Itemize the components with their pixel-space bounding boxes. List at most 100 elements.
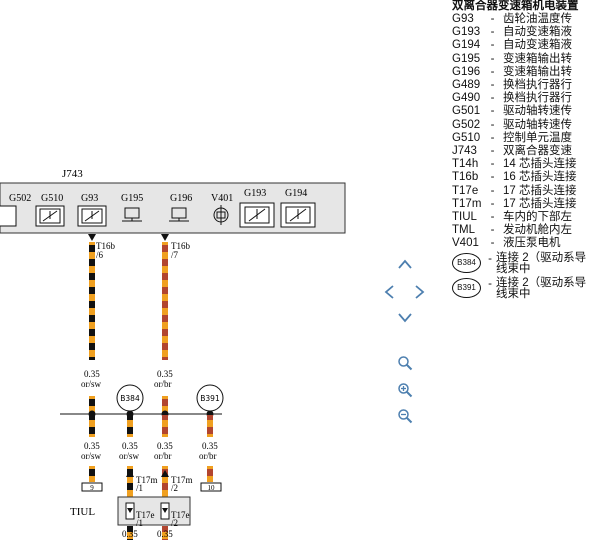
legend-code: TIUL <box>452 211 477 224</box>
tiul-label: TIUL <box>70 506 95 518</box>
legend-desc: 变速箱输出转 <box>503 52 572 65</box>
legend-desc: 驱动轴转速传 <box>503 105 572 118</box>
connector-t17m-2-pin: /2 <box>171 483 178 493</box>
connector-t17m-2: T17m <box>171 475 193 485</box>
pan-left-button[interactable] <box>383 284 395 300</box>
legend-dash: - <box>490 184 495 197</box>
connector-t16b-7: T16b <box>171 241 190 251</box>
module-label: J743 <box>62 168 83 180</box>
splice-b391: B391 <box>196 384 224 412</box>
wire-size-1: 0.35 <box>84 369 100 379</box>
connector-t17e-2: T17e <box>171 510 190 520</box>
legend-code: T16b <box>452 171 479 184</box>
legend-desc: 换档执行器行 <box>503 79 572 92</box>
legend-item: V401-液压泵电机 <box>452 237 610 250</box>
wire-color-3: or/sw <box>81 451 102 461</box>
component-label-g196: G196 <box>170 193 192 204</box>
legend-code: TML <box>452 224 475 237</box>
legend-item: G502-驱动轴转速传 <box>452 119 610 132</box>
legend-desc: 自动变速箱液 <box>503 26 572 39</box>
connector-t17m-1: T17m <box>136 475 158 485</box>
wiring-diagram: J743 G502 G510 G93 G195 G196 V401 G193 G… <box>0 168 346 540</box>
zoom-in-button[interactable] <box>397 382 413 398</box>
connector-t16b-6: T16b <box>96 241 115 251</box>
legend-desc: 17 芯插头连接 <box>503 184 577 197</box>
legend-code: J743 <box>452 145 477 158</box>
pan-up-button[interactable] <box>397 258 413 270</box>
legend-item: T16b-16 芯插头连接 <box>452 171 610 184</box>
legend-item: G93-齿轮油温度传 <box>452 13 610 26</box>
legend-dash: - <box>490 26 495 39</box>
connector-t16b-6-pin: /6 <box>96 250 104 260</box>
wire-size-2: 0.35 <box>157 369 173 379</box>
legend-desc: 自动变速箱液 <box>503 39 572 52</box>
zoom-out-button[interactable] <box>397 408 413 424</box>
ref-box-left: 9 <box>81 482 103 492</box>
wire-size-5: 0.35 <box>157 441 173 451</box>
legend-splice-item: B384-连接 2（驱动系导线束中 <box>452 252 610 276</box>
legend-item: G196-变速箱输出转 <box>452 66 610 79</box>
wire-color-1: or/sw <box>81 379 102 389</box>
sensor-g196-symbol <box>169 207 189 222</box>
legend-item: TIUL-车内的下部左 <box>452 211 610 224</box>
motor-v401-symbol <box>213 205 229 225</box>
wire-color-6: or/br <box>199 451 217 461</box>
wire-orsw-to-tiul <box>127 466 133 504</box>
component-labels: G502 G510 G93 G195 G196 V401 G193 G194 <box>9 188 307 204</box>
splice-b384: B384 <box>116 384 144 412</box>
legend-item: T14h-14 芯插头连接 <box>452 158 610 171</box>
wire-orbr-bottom <box>162 526 168 540</box>
component-label-g193: G193 <box>244 188 266 199</box>
legend-dash: - <box>490 39 495 52</box>
legend-desc: 车内的下部左 <box>503 211 572 224</box>
legend-dash: - <box>490 171 495 184</box>
splice-circle-icon: B391 <box>452 277 481 298</box>
legend-code: G196 <box>452 65 481 78</box>
legend-desc: 控制单元温度 <box>503 131 572 144</box>
legend-dash: - <box>488 277 492 290</box>
legend-dash: - <box>488 252 492 265</box>
legend-code: G490 <box>452 92 481 105</box>
wire-orbr-mid <box>162 396 168 414</box>
legend-code: G501 <box>452 105 481 118</box>
pan-right-button[interactable] <box>414 284 426 300</box>
chevron-down-icon <box>398 313 412 323</box>
legend-code: G510 <box>452 131 481 144</box>
wire-orsw-low-a <box>89 415 95 437</box>
legend-item: J743-双离合器变速 <box>452 145 610 158</box>
wire-size-3: 0.35 <box>84 441 100 451</box>
wire-size-bottom-1: 0.35 <box>122 529 138 539</box>
zoom-fit-button[interactable] <box>397 355 413 371</box>
connector-t17e-1: T17e <box>136 510 155 520</box>
legend-item: T17e-17 芯插头连接 <box>452 185 610 198</box>
legend-desc: 16 芯插头连接 <box>503 171 577 184</box>
connector-t16b-7-pin: /7 <box>171 250 179 260</box>
wire-orsw-bottom <box>127 526 133 540</box>
wire-size-4: 0.35 <box>122 441 138 451</box>
sensor-g502-symbol <box>0 205 17 227</box>
legend-dash: - <box>490 158 495 171</box>
component-label-g194: G194 <box>285 188 307 199</box>
svg-text:9: 9 <box>90 484 94 492</box>
legend-dash: - <box>490 79 495 92</box>
component-label-g195: G195 <box>121 193 143 204</box>
legend-dash: - <box>490 145 495 158</box>
connector-t17e-1-pin: /1 <box>136 518 143 528</box>
wire-orbr-to-tiul <box>162 466 168 504</box>
legend-code: V401 <box>452 237 479 250</box>
legend-code: G489 <box>452 79 481 92</box>
zoom-in-icon <box>398 383 413 398</box>
connector-t17m-1-pin: /1 <box>136 483 143 493</box>
legend-dash: - <box>490 92 495 105</box>
legend-item: G195-变速箱输出转 <box>452 53 610 66</box>
wire-orsw-low-b <box>127 415 133 437</box>
ref-box-right: 10 <box>200 482 222 492</box>
legend-desc: 双离合器变速 <box>503 145 572 158</box>
wire-orsw-upper <box>89 242 95 360</box>
pan-down-button[interactable] <box>397 312 413 324</box>
legend-desc: 变速箱输出转 <box>503 65 572 78</box>
wire-orbr-low-b <box>207 415 213 437</box>
legend-item: G194-自动变速箱液 <box>452 39 610 52</box>
